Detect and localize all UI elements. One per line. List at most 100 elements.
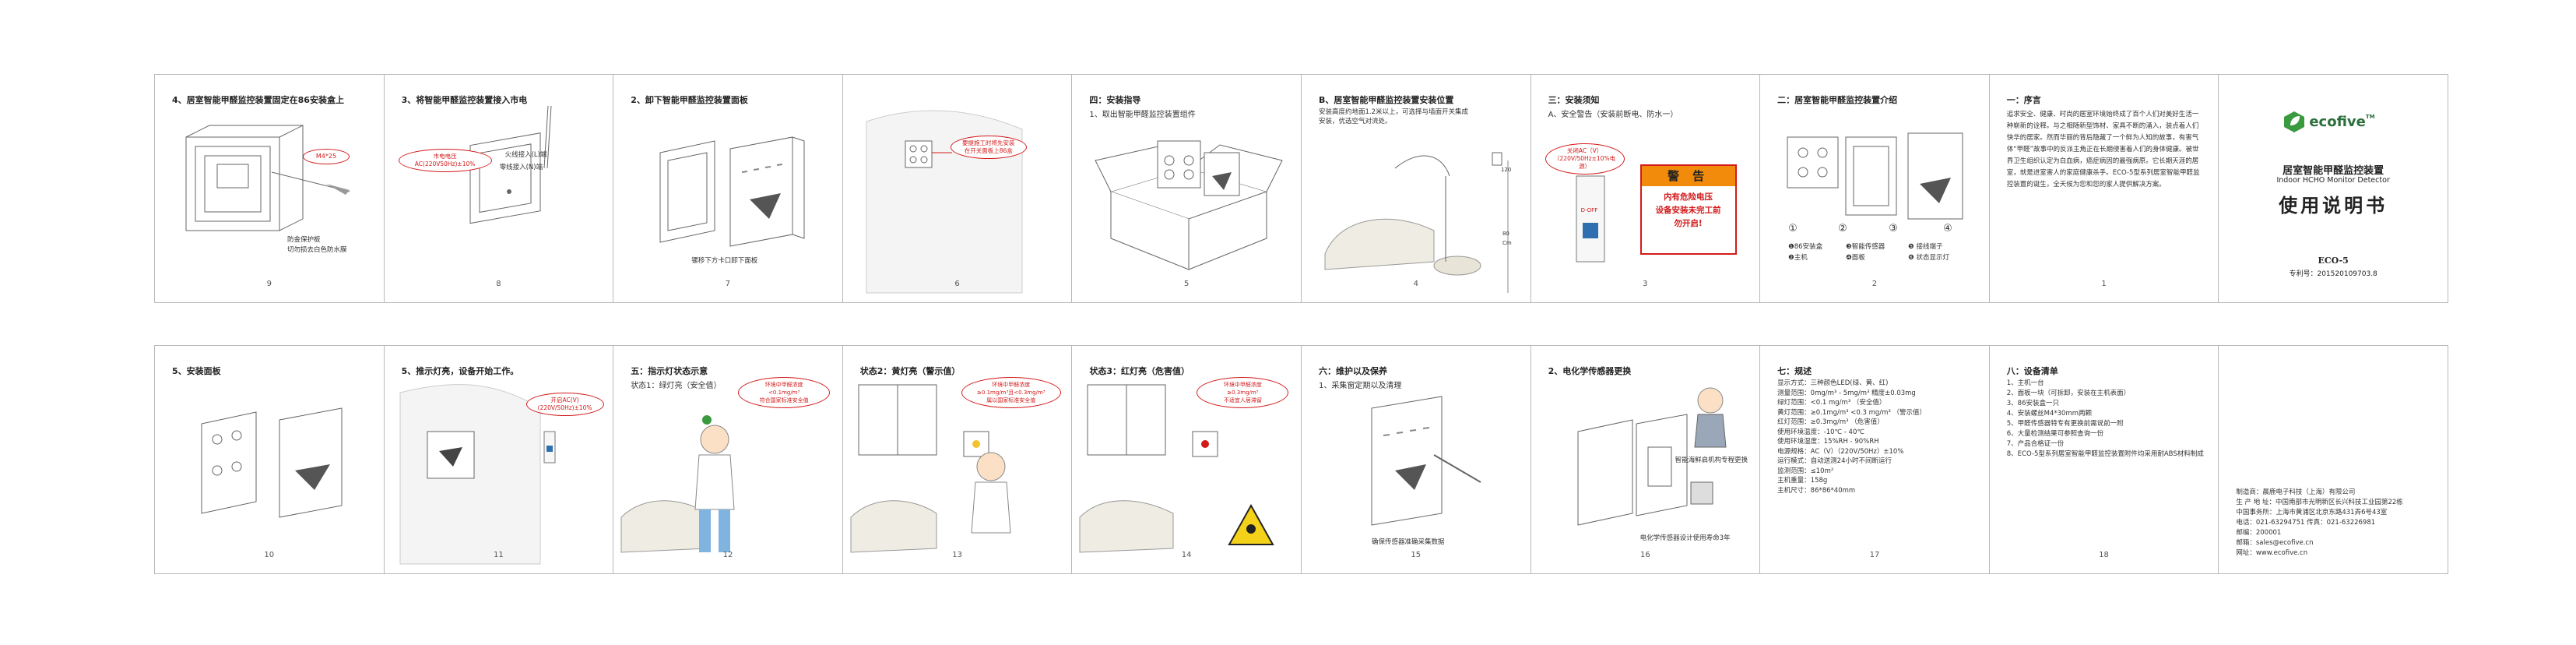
screw-bubble: M4*25 (303, 149, 350, 164)
page-number: 15 (1411, 551, 1422, 559)
page-number: 11 (494, 551, 504, 559)
wiring-illustration (469, 105, 552, 224)
panel-title: 状态2：黄灯亮（警示值） (859, 366, 961, 376)
page-number: 10 (264, 551, 275, 559)
panel-page-5: 四：安装指导 1、取出智能甲醛监控装置组件 5 (1071, 74, 1302, 303)
spec-line: 主机尺寸：86*86*40mm (1777, 486, 1856, 495)
panel-title: 3、将智能甲醛监控装置接入市电 (401, 95, 528, 105)
brand-logo: ecofiveTM (2283, 110, 2375, 133)
panel-title: 四：安装指导 (1089, 95, 1141, 105)
caption-live: 火线接入(L)端 (504, 151, 547, 159)
page-number: 2 (1871, 280, 1878, 288)
yellow-state-illustration (850, 384, 1011, 553)
company-line: 生 产 地 址：中国南部市光明新区长兴科技工业园第22栋 (2236, 499, 2403, 506)
page-number: 14 (1181, 551, 1192, 559)
panel-title: 2、电化学传感器更换 (1548, 366, 1632, 376)
page-number: 5 (1183, 280, 1190, 288)
panel-page-8: 3、将智能甲醛监控装置接入市电 市电电压 AC(220V50Hz)±10% 火线… (383, 74, 614, 303)
warning-body: 内有危险电压 设备安装未完工前 勿开启! (1642, 186, 1735, 235)
install-panel-illustration (201, 407, 343, 518)
company-line: 网址：www.ecofive.cn (2236, 549, 2308, 557)
red-state-text: 环境中甲醛浓度 ≥0.3mg/m³ 不适宜人居滞留 (1223, 382, 1262, 404)
power-on-bubble: 开启AC(V) (220V/50Hz)±10% (525, 393, 604, 416)
panel-page-4: B、居室智能甲醛监控装置安装位置 安装高度约地面1.2米以上，可选择与墙面开关集… (1300, 74, 1531, 303)
panel-cover: ecofiveTM 居室智能甲醛监控装置 Indoor HCHO Monitor… (2218, 74, 2448, 303)
panel-subtitle: 1、取出智能甲醛监控装置组件 (1089, 111, 1196, 119)
panel-page-3: 三：安装须知 A、安全警告（安装前断电、防水一） 关闭AC（V） （220V/5… (1530, 74, 1761, 303)
notice-bubble: 要提施工时将先安装 在开关面板上86盒 (950, 136, 1027, 159)
cleaning-illustration (1371, 396, 1481, 526)
page-number: 9 (266, 280, 272, 288)
unboxing-illustration (1095, 140, 1284, 270)
panel-title: 5、推示灯亮，设备开始工作。 (401, 366, 519, 376)
panel-title: 八：设备清单 (2006, 366, 2058, 376)
legend-item: ❶86安装盒 (1788, 243, 1823, 251)
top-row: 4、居室智能甲醛监控装置固定在86安装盒上 M4*25 防金保护板 切勿损去白色… (154, 74, 2448, 303)
breaker-illustration (1576, 175, 1605, 263)
powered-device-illustration (399, 384, 556, 565)
green-state-text: 环境中甲醛浓度 <0.1mg/m³ 符合国家标准安全值 (759, 382, 809, 404)
panel-page-15: 六：维护以及保养 1、采集窗定期以及清理 确保传感器准确采集数据 15 (1300, 345, 1531, 574)
panel-title: 一：序言 (2006, 95, 2041, 105)
page-number: 8 (496, 280, 501, 288)
caption: 确保传感器准确采集数据 (1371, 538, 1445, 546)
caption: 切勿损去白色防水膜 (287, 246, 347, 254)
ruler-label-unit: Cm (1502, 240, 1512, 246)
power-off-bubble: 关闭AC（V） （220V/50Hz±10%电源） (1545, 143, 1625, 174)
breaker-label: D-OFF (1580, 207, 1598, 213)
company-line: 电话：021-63294751 传真：021-63226981 (2236, 519, 2376, 527)
product-title-en: Indoor HCHO Monitor Detector (2276, 176, 2390, 185)
model-number: ECO-5 (2318, 256, 2349, 266)
manual-title: 使用说明书 (2279, 195, 2388, 217)
panel-page-9: 4、居室智能甲醛监控装置固定在86安装盒上 M4*25 防金保护板 切勿损去白色… (154, 74, 385, 303)
panel-page-2: 二：居室智能甲醛监控装置介绍 ① ② ③ ④ ❶86安装盒 ❸智能传感器 ❺ 接… (1759, 74, 1990, 303)
patent-number: 专利号：201520109703.8 (2289, 270, 2377, 278)
legend-item: ❻ 状态显示灯 (1908, 254, 1949, 262)
caption: 镙移下方卡口卸下面板 (691, 257, 758, 265)
voltage-bubble: 市电电压 AC(220V50Hz)±10% (398, 149, 492, 172)
label-1: ① (1788, 223, 1798, 234)
panel-title: 三：安装须知 (1548, 95, 1600, 105)
page-number: 13 (952, 551, 962, 559)
leaf-logo-icon (2284, 111, 2305, 132)
living-room-illustration (1324, 152, 1509, 293)
spec-line: 绿灯范围：<0.1 mg/m³ （安全值） (1777, 399, 1886, 407)
warning-line: 内有危险电压 (1664, 192, 1713, 202)
page-number: 4 (1413, 280, 1418, 288)
company-info: 制造商：晨鹿电子科技（上海）有限公司 生 产 地 址：中国南部市光明新区长兴科技… (2236, 488, 2438, 559)
page-number: 6 (954, 280, 960, 288)
spec-line: 运行模式：自动送测24小时不间断运行 (1777, 457, 1892, 465)
company-line: 中国事务所：上海市黄浦区北京东路431弄6号43室 (2236, 509, 2388, 516)
panel-title: 七：规述 (1777, 366, 1812, 376)
company-line: 制造商：晨鹿电子科技（上海）有限公司 (2236, 488, 2356, 496)
panel-subtitle: 状态1：绿灯亮（安全值） (631, 382, 722, 390)
panel-page-10: 5、安装面板 10 (154, 345, 385, 574)
warning-sign: 警 告 内有危险电压 设备安装未完工前 勿开启! (1639, 164, 1737, 255)
caption-top: 智能海鲜启机构专程更换 (1675, 456, 1748, 464)
ruler-label-80: 80 (1502, 231, 1509, 237)
panel-title: 六：维护以及保养 (1318, 366, 1387, 376)
warning-line: 勿开启! (1674, 219, 1703, 228)
package-item: 3、86安装盒一只 (2006, 400, 2059, 407)
placement-text: 安装高度约地面1.2米以上，可选择与墙面开关集成 安装，优选空气对流处。 (1319, 108, 1468, 126)
warning-line: 设备安装未完工前 (1655, 206, 1721, 215)
yellow-state-bubble: 环境中甲醛浓度 ≥0.1mg/m³且<0.3mg/m³ 属以国家标准安全值 (961, 377, 1061, 408)
wall-box-illustration (866, 110, 1023, 294)
panel-title: 状态3：红灯亮（危害值） (1089, 366, 1190, 376)
spec-line: 使用环境温度：-10℃ - 40℃ (1777, 428, 1864, 436)
package-item: 7、产品合格证一份 (2006, 440, 2065, 448)
panel-title: 5、安装面板 (172, 366, 221, 376)
yellow-state-text: 环境中甲醛浓度 ≥0.1mg/m³且<0.3mg/m³ 属以国家标准安全值 (977, 382, 1046, 404)
label-3: ③ (1889, 223, 1898, 234)
page-number: 1 (2101, 280, 2107, 288)
panel-title: 二：居室智能甲醛监控装置介绍 (1777, 95, 1898, 105)
panel-subtitle: A、安全警告（安装前断电、防水一） (1548, 111, 1678, 119)
panel-page-13: 状态2：黄灯亮（警示值） 环境中甲醛浓度 ≥0.1mg/m³且<0.3mg/m³… (842, 345, 1073, 574)
placement-line: 安装，优选空气对流处。 (1318, 118, 1392, 125)
panel-page-6: 要提施工时将先安装 在开关面板上86盒 6 (842, 74, 1073, 303)
components-illustration (1787, 132, 1963, 220)
label-4: ④ (1943, 223, 1952, 234)
spec-line: 显示方式：三种颜色LED(绿、黄、红) (1777, 379, 1889, 387)
sensor-replace-illustration (1577, 387, 1727, 526)
